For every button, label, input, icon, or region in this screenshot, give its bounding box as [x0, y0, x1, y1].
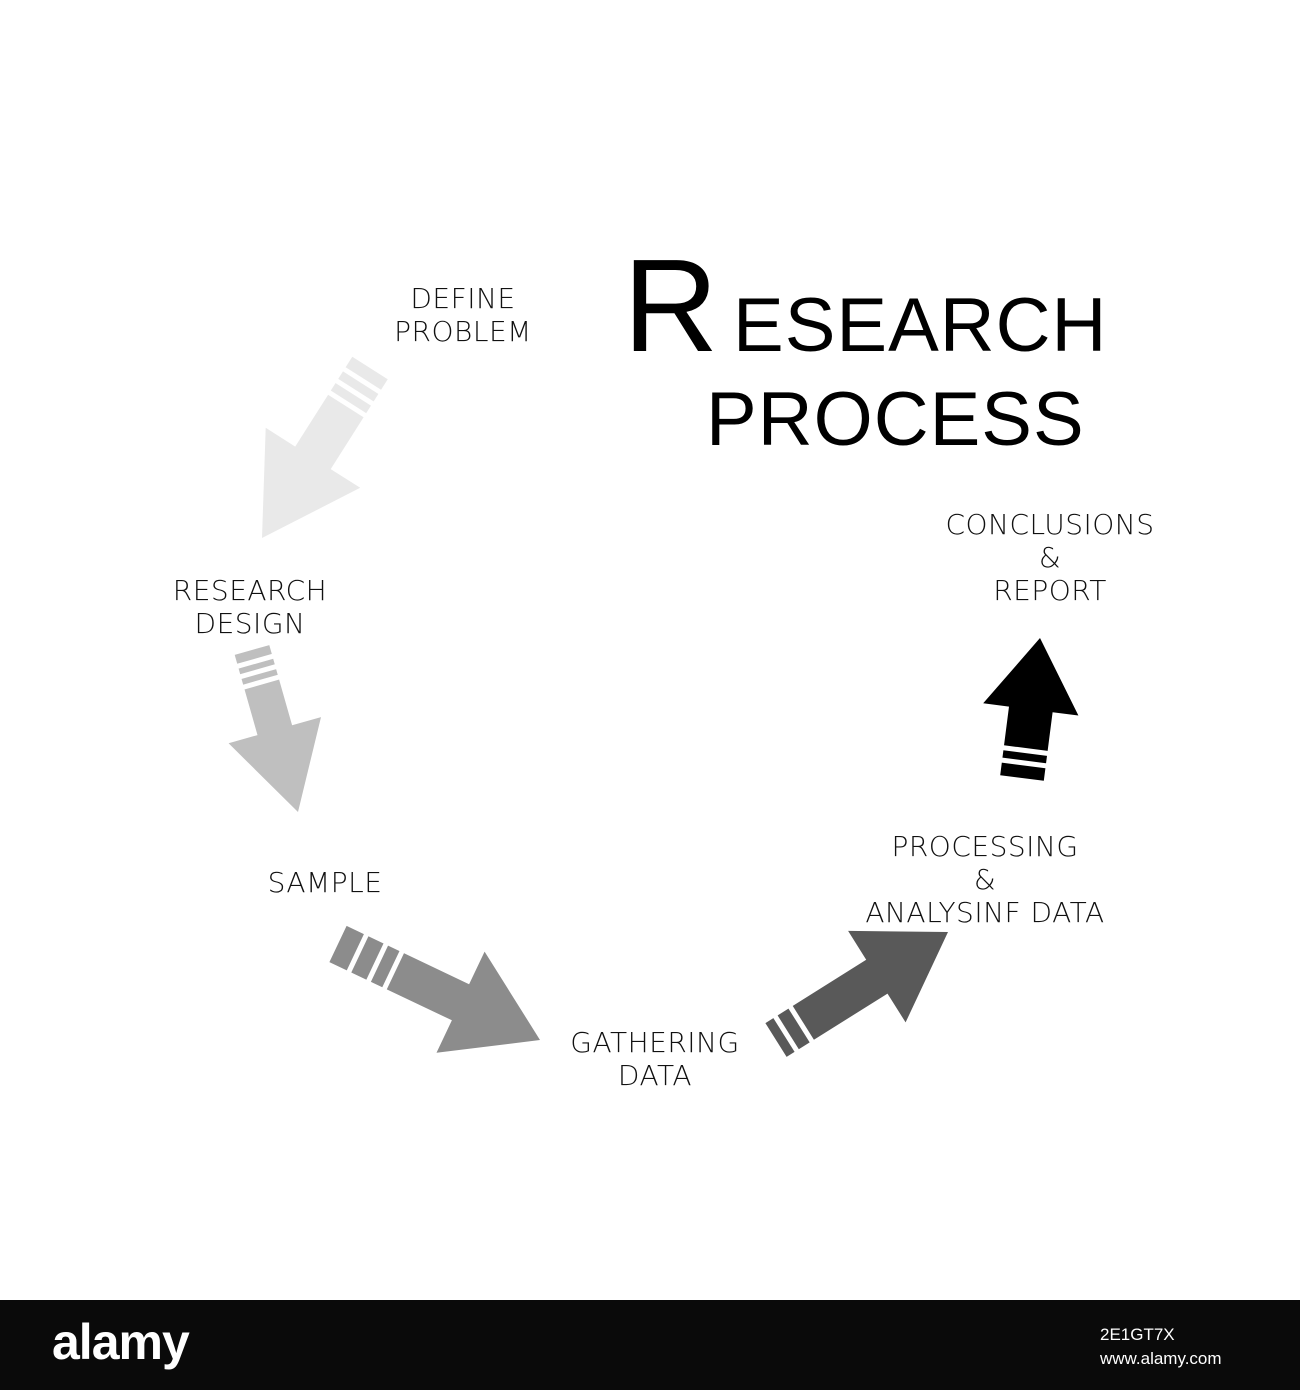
arrow-stripe — [326, 389, 368, 419]
step-line: REPORT — [993, 574, 1107, 607]
arrow-stripe — [787, 1004, 816, 1045]
arrow-body — [228, 645, 321, 812]
brand-logo: alamy — [52, 1314, 190, 1370]
arrow-stripe — [341, 366, 383, 396]
arrow-body — [262, 356, 388, 538]
process-arrows — [228, 356, 1079, 1057]
title-word-process: PROCESS — [706, 377, 1085, 462]
step-line: DATA — [617, 1059, 693, 1092]
step-line: SAMPLE — [267, 866, 383, 899]
step-line: ANALYSINF DATA — [865, 896, 1105, 929]
step-line: & — [973, 863, 997, 896]
site-url: www.alamy.com — [1100, 1349, 1222, 1368]
step-define-problem: DEFINE PROBLEM — [363, 282, 563, 348]
footer-bar — [0, 1300, 1300, 1390]
arrow-stripe — [1001, 745, 1050, 757]
arrow-stripe — [381, 949, 405, 992]
image-id: 2E1GT7X — [1100, 1325, 1175, 1344]
arrow-body — [765, 930, 948, 1057]
arrow-sample-to-gathering — [329, 925, 540, 1053]
step-line: & — [1038, 541, 1062, 574]
arrow-stripe — [999, 757, 1049, 769]
arrow-stripe — [241, 674, 282, 691]
image-credit: 2E1GT7X www.alamy.com — [1100, 1323, 1222, 1371]
title-initial: R — [623, 232, 719, 379]
arrow-stripe — [235, 653, 276, 670]
arrow-gathering-to-processing — [765, 930, 948, 1057]
step-sample: SAMPLE — [230, 866, 420, 899]
arrow-stripe — [333, 377, 376, 407]
step-line: GATHERING — [570, 1026, 740, 1059]
arrow-stripe — [365, 941, 389, 984]
arrow-body — [983, 638, 1079, 781]
step-conclusions-report: CONCLUSIONS & REPORT — [920, 508, 1180, 607]
arrow-stripe — [238, 663, 279, 680]
step-line: RESEARCH — [172, 574, 328, 607]
step-line: CONCLUSIONS — [945, 508, 1155, 541]
title-word-research: ESEARCH — [733, 283, 1108, 368]
step-line: PROBLEM — [394, 315, 532, 348]
arrow-processing-to-conclusions — [983, 638, 1079, 781]
step-research-design: RESEARCH DESIGN — [150, 574, 350, 640]
step-line: DEFINE — [410, 282, 516, 315]
step-line: PROCESSING — [891, 830, 1079, 863]
arrow-design-to-sample — [228, 645, 321, 812]
arrow-define-to-design — [262, 356, 388, 538]
step-line: DESIGN — [194, 607, 306, 640]
step-processing-analysing-data: PROCESSING & ANALYSINF DATA — [840, 830, 1130, 929]
arrow-stripe — [345, 932, 370, 975]
arrow-stripe — [772, 1013, 800, 1054]
step-gathering-data: GATHERING DATA — [545, 1026, 765, 1092]
